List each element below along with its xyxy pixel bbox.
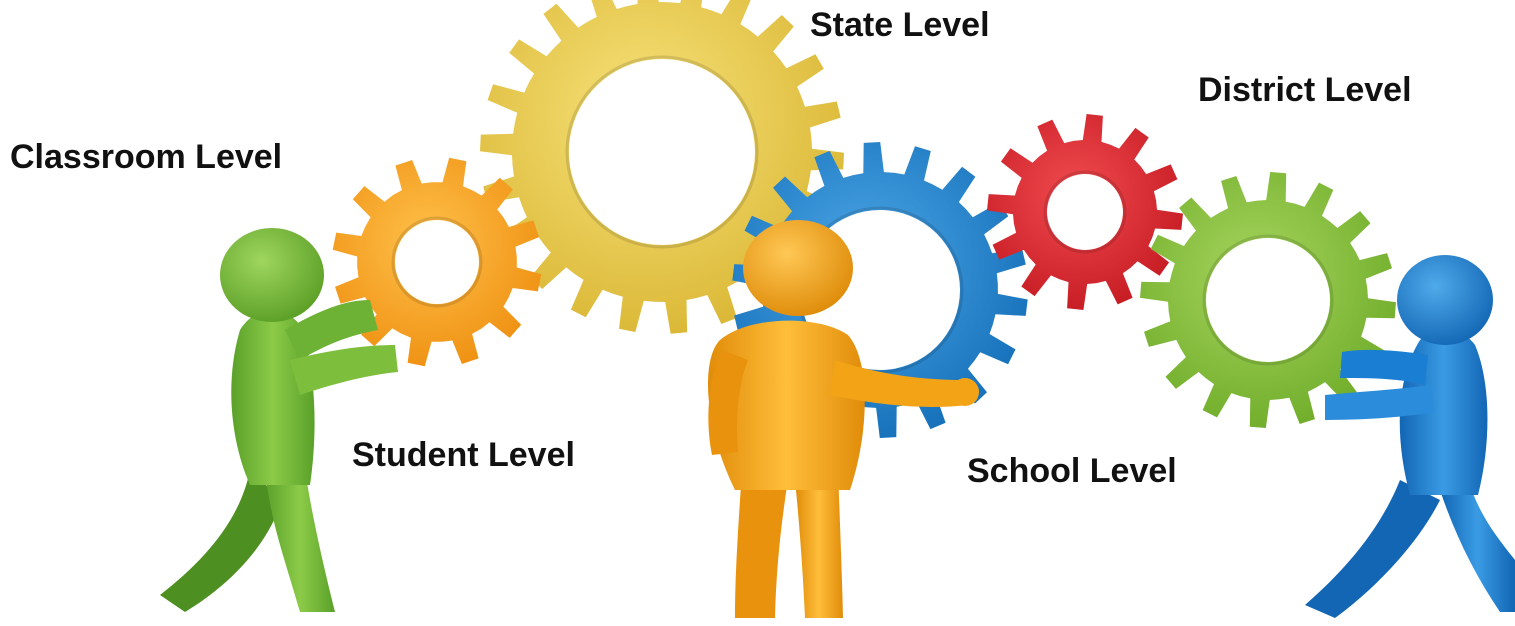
green-gear	[1140, 172, 1396, 428]
orange-gear	[332, 157, 542, 367]
gear-yellow-rim	[565, 55, 759, 249]
gear-green-body	[1140, 172, 1396, 428]
student-level-label: Student Level	[352, 436, 575, 474]
school-level-label: School Level	[967, 452, 1177, 490]
gear-orange-rim	[391, 216, 483, 308]
gear-red-rim	[1043, 170, 1127, 254]
gear-red-body	[987, 114, 1183, 310]
district-level-label: District Level	[1198, 71, 1412, 109]
state-level-label: State Level	[810, 6, 990, 44]
red-gear	[987, 114, 1183, 310]
orange-figure	[708, 220, 979, 618]
blue-figure	[1305, 255, 1515, 618]
gear-green-rim	[1202, 234, 1334, 366]
gear-orange-body	[332, 157, 542, 367]
classroom-level-label: Classroom Level	[10, 138, 283, 176]
green-figure	[160, 228, 398, 612]
